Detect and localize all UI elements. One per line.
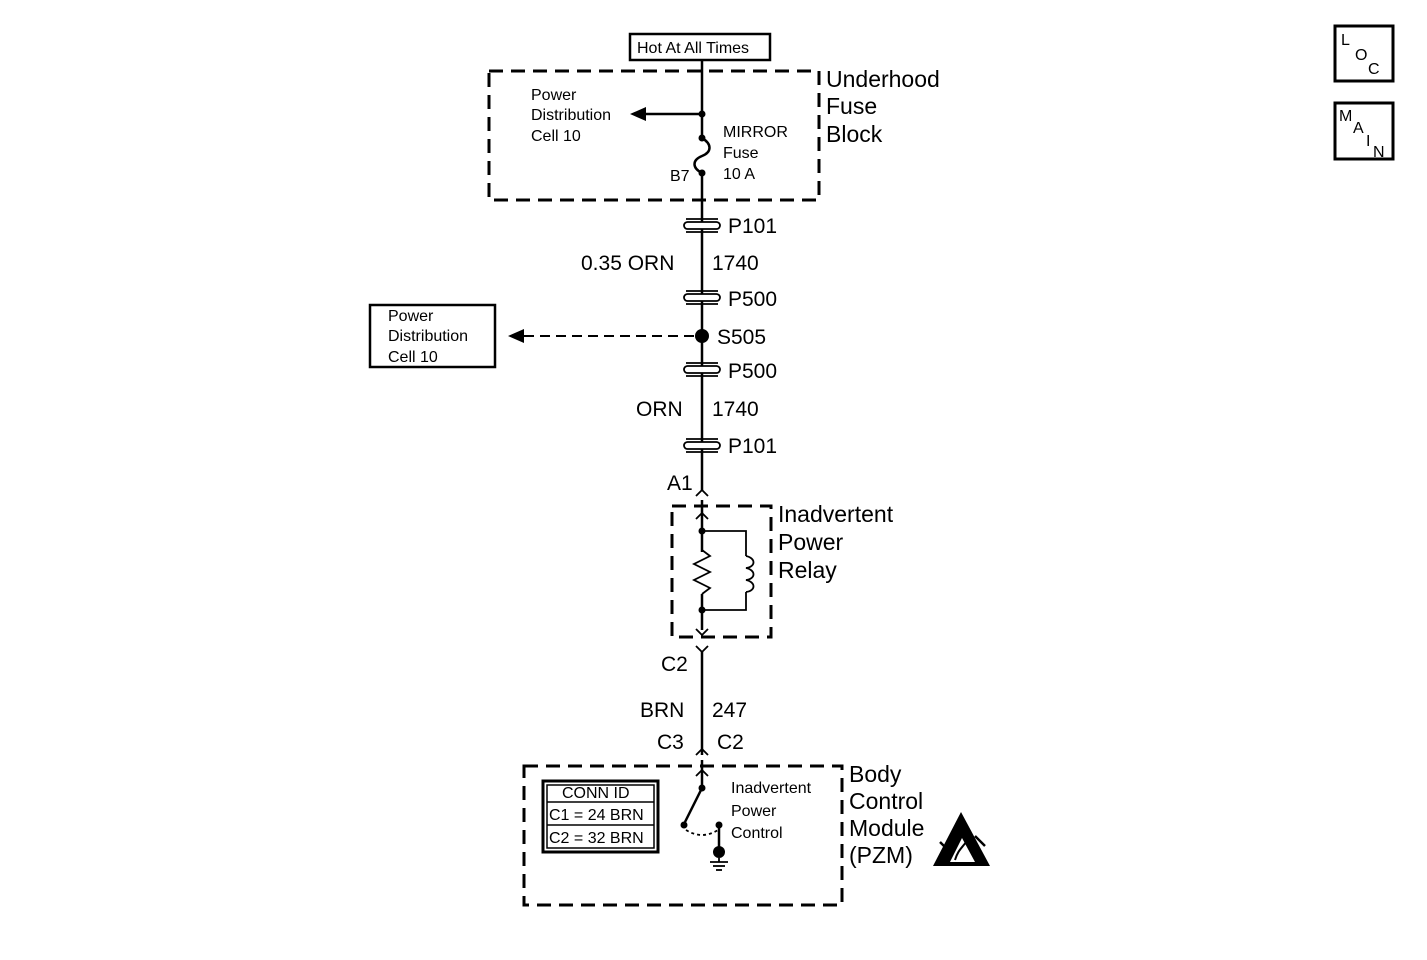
coil-wire-bottom <box>702 592 747 611</box>
wire-upper-circuit: 1740 <box>712 252 759 275</box>
underhood-fuse-block: Underhood Fuse Block Power Distribution … <box>487 60 940 202</box>
pd-ref-line-3: Cell 10 <box>531 128 581 145</box>
relay-boundary <box>670 504 773 639</box>
pd-ref-box <box>368 303 497 369</box>
bcm-boundary <box>522 764 844 907</box>
pd-ref-line-2: Distribution <box>531 107 611 124</box>
bcm-pin-c3: C3 <box>657 731 684 754</box>
coil-wire-top <box>702 530 747 556</box>
connector-p101-top: P101 <box>683 215 777 238</box>
resistor-icon <box>691 549 713 595</box>
loc-button[interactable]: L O C <box>1333 24 1395 83</box>
switch-blade-icon <box>683 787 704 823</box>
relay-pin-a1: A1 <box>667 472 693 495</box>
bcm-name-4: (PZM) <box>849 842 913 868</box>
pin-c2-chevron-icon <box>695 645 709 654</box>
wire-upper-size-color: 0.35 ORN <box>581 252 674 275</box>
relay-top-chevron-icon <box>695 511 709 520</box>
loc-letter-l: L <box>1341 32 1350 49</box>
wire-middle-circuit: 1740 <box>712 398 759 421</box>
relay-name-3: Relay <box>778 557 837 583</box>
p500-top-label: P500 <box>728 288 777 311</box>
p500-bottom-label: P500 <box>728 360 777 383</box>
bcm-pin-c2: C2 <box>717 731 744 754</box>
fuse-label-1: MIRROR <box>723 124 788 141</box>
main-letter-n: N <box>1373 144 1385 161</box>
coil-icon <box>745 555 755 593</box>
control-label-2: Power <box>731 803 777 820</box>
main-letter-m: M <box>1339 108 1352 125</box>
power-source-text: Hot At All Times <box>637 40 749 57</box>
bcm-name-3: Module <box>849 815 924 841</box>
connector-p500-top: P500 <box>683 288 777 311</box>
power-source-label: Hot At All Times <box>628 32 772 62</box>
connector-p500-bottom: P500 <box>683 360 777 383</box>
main-button[interactable]: M A I N <box>1333 101 1395 161</box>
conn-id-c1: C1 = 24 BRN <box>549 807 644 824</box>
relay-pin-c2: C2 <box>661 653 688 676</box>
pd-ref-line-1: Power <box>531 87 577 104</box>
wire-middle-color: ORN <box>636 398 683 421</box>
splice-node <box>695 329 709 343</box>
conn-id-title: CONN ID <box>562 785 630 802</box>
wire-lower-circuit: 247 <box>712 699 747 722</box>
relay-name-2: Power <box>778 529 844 555</box>
inadvertent-power-relay: Inadvertent Power Relay <box>670 500 894 639</box>
ground-node <box>713 846 725 858</box>
splice-ref-line-3: Cell 10 <box>388 349 438 366</box>
fuse-label-3: 10 A <box>723 166 755 183</box>
bcm-name-2: Control <box>849 788 923 814</box>
pin-a1-chevron-icon <box>695 488 709 497</box>
conn-id-table: CONN ID C1 = 24 BRN C2 = 32 BRN <box>541 779 660 854</box>
loc-letter-c: C <box>1368 61 1380 78</box>
connector-p101-bottom: P101 <box>683 435 777 458</box>
fuse-block-name-2: Fuse <box>826 93 877 119</box>
body-control-module: Body Control Module (PZM) CONN ID C1 = 2… <box>522 760 990 907</box>
branch-node <box>698 110 706 118</box>
loc-letter-o: O <box>1355 47 1367 64</box>
relay-name-1: Inadvertent <box>778 501 894 527</box>
bcm-pin-chevron-icon <box>695 747 709 756</box>
control-label-1: Inadvertent <box>731 780 812 797</box>
esd-warning-icon <box>933 812 990 866</box>
relay-bottom-chevron-icon <box>695 628 709 637</box>
control-label-3: Control <box>731 825 783 842</box>
p101-top-label: P101 <box>728 215 777 238</box>
p101-bottom-label: P101 <box>728 435 777 458</box>
terminal-b7: B7 <box>670 168 690 185</box>
pd-branch-arrow-icon <box>630 107 646 121</box>
splice-ref-line-2: Distribution <box>388 328 468 345</box>
wire-lower-color: BRN <box>640 699 684 722</box>
switch-actuator-icon <box>685 829 719 836</box>
fuse-icon <box>693 136 711 175</box>
splice-ref-line-1: Power <box>388 308 434 325</box>
ground-icon <box>710 858 728 871</box>
splice-label: S505 <box>717 326 766 349</box>
fuse-label-2: Fuse <box>723 145 759 162</box>
bcm-name-1: Body <box>849 761 902 787</box>
main-letter-i: I <box>1366 133 1370 150</box>
conn-id-c2: C2 = 32 BRN <box>549 830 644 847</box>
fuse-block-boundary <box>487 69 821 202</box>
fuse-block-name-1: Underhood <box>826 66 940 92</box>
bcm-internal-chevron-icon <box>695 768 709 777</box>
main-letter-a: A <box>1353 120 1364 137</box>
splice-s505: S505 Power Distribution Cell 10 <box>368 303 766 369</box>
fuse-block-name-3: Block <box>826 121 883 147</box>
splice-branch-arrow-icon <box>508 329 524 343</box>
